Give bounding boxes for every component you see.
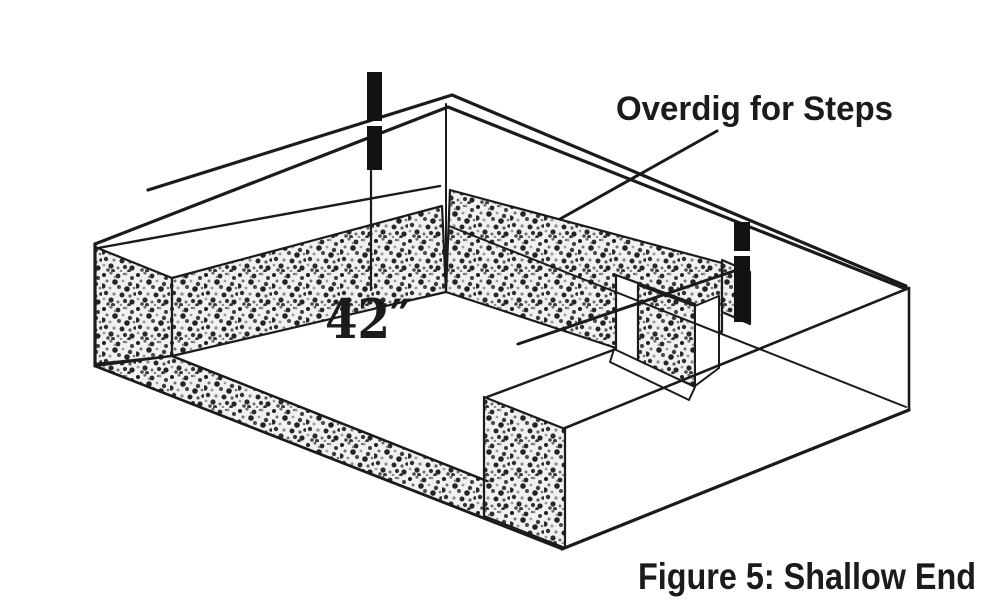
grade-stake-icon-right-lower bbox=[734, 256, 750, 322]
annotation-lines bbox=[369, 129, 739, 346]
overdig-label: Overdig for Steps bbox=[616, 90, 893, 128]
outer-excavation-wireframe bbox=[93, 93, 911, 551]
front-right-bottom-edge bbox=[560, 408, 911, 551]
step-overdig-alcove bbox=[609, 295, 720, 401]
grade-stake-icon-left-lower bbox=[367, 126, 382, 170]
overdig-leader-line bbox=[558, 129, 719, 221]
ground-edge-inner bbox=[93, 105, 908, 291]
grade-string-line bbox=[516, 268, 739, 346]
depth-dimension-label: 42″ bbox=[325, 287, 411, 351]
grade-stake-icon-right-upper bbox=[734, 222, 750, 251]
floor-front-edge bbox=[170, 354, 489, 483]
grade-stakes bbox=[367, 72, 750, 322]
alcove-floor bbox=[609, 348, 696, 401]
alcove-side-wall bbox=[694, 295, 720, 387]
front-left-bottom-edge bbox=[93, 364, 564, 551]
front-right-top-edge bbox=[563, 286, 911, 430]
shelf-edge-back-left bbox=[96, 184, 442, 250]
ground-edge-outer bbox=[146, 93, 908, 288]
figure-caption: Figure 5: Shallow End bbox=[638, 556, 976, 597]
grade-stake-icon-left-upper bbox=[367, 72, 382, 121]
floor-right-edge bbox=[485, 347, 618, 399]
hidden-bottom-back-edge bbox=[448, 225, 907, 408]
wall-top-shelf-edges bbox=[96, 184, 618, 483]
